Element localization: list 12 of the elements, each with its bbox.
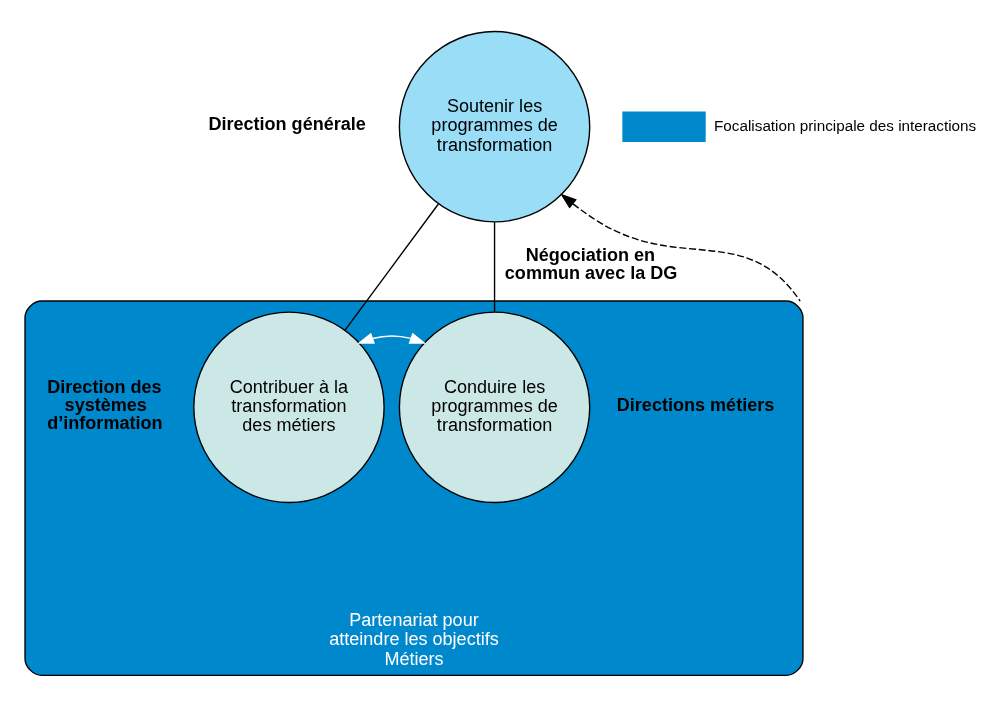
node-label: Directions métiers (616, 394, 775, 415)
node-label: Direction des systèmes d’information (47, 377, 163, 434)
edge-label: Négociation en commun avec la DG (504, 244, 678, 283)
node-label: Direction générale (208, 114, 366, 135)
arrow (560, 193, 801, 302)
node-circle: Soutenir les programmes de transformation (398, 30, 591, 223)
arrow (357, 332, 427, 344)
node-circle: Contribuer à la transformation des métiers (193, 311, 385, 504)
connector (493, 221, 496, 313)
legend-label: Focalisation principale des interactions (714, 116, 977, 134)
node-circle: Conduire les programmes de transformation (398, 311, 591, 504)
connector (344, 203, 440, 331)
